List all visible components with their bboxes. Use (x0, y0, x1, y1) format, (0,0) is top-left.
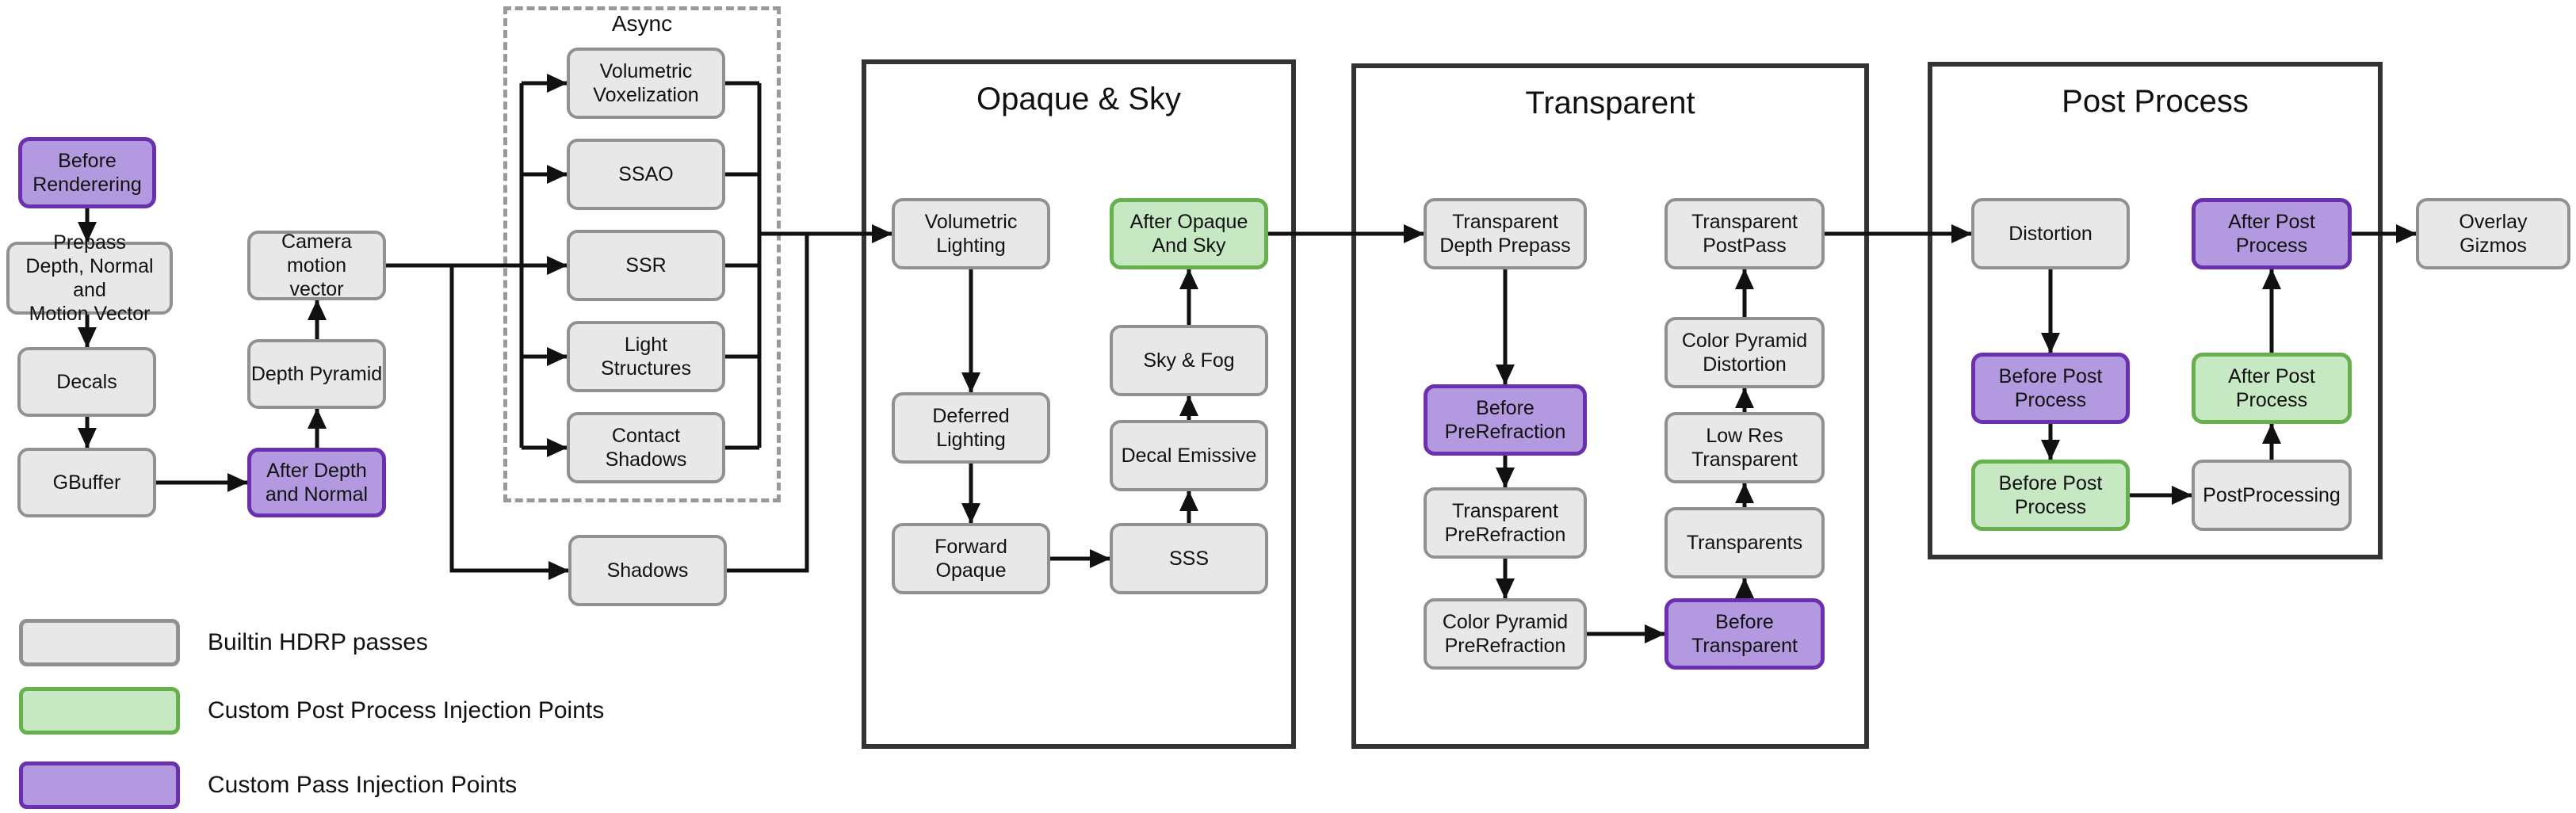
node-before-post-process-custom-post: Before Post Process (1971, 460, 2130, 531)
node-transparent-depth-prepass: Transparent Depth Prepass (1424, 198, 1587, 269)
node-decal-emissive: Decal Emissive (1110, 420, 1268, 491)
node-distortion: Distortion (1971, 198, 2130, 269)
node-gbuffer: GBuffer (17, 448, 156, 517)
node-sss: SSS (1110, 523, 1268, 594)
legend-row-custom-pass: Custom Pass Injection Points (19, 761, 517, 809)
node-forward-opaque: Forward Opaque (892, 523, 1050, 594)
node-deferred-lighting: Deferred Lighting (892, 392, 1050, 464)
node-after-post-process-custom-pass: After Post Process (2192, 198, 2352, 269)
legend-row-custom-post-process: Custom Post Process Injection Points (19, 687, 604, 735)
node-ssao: SSAO (567, 139, 725, 210)
legend-swatch-custom-post-process (19, 687, 180, 735)
node-decals: Decals (17, 347, 156, 417)
legend-label-builtin: Builtin HDRP passes (208, 629, 428, 655)
node-prepass: Prepass Depth, Normal and Motion Vector (6, 231, 173, 325)
post-process-group-box (1928, 62, 2383, 559)
async-group-title: Async (611, 11, 673, 36)
legend-swatch-builtin (19, 619, 180, 666)
node-before-transparent: Before Transparent (1664, 598, 1825, 670)
edge-shadows-riser (727, 234, 809, 573)
node-volumetric-voxelization: Volumetric Voxelization (567, 48, 725, 119)
node-after-opaque-and-sky: After Opaque And Sky (1110, 198, 1268, 269)
node-depth-pyramid: Depth Pyramid (247, 339, 386, 409)
legend-swatch-custom-pass (19, 761, 180, 809)
transparent-group-box (1351, 63, 1869, 749)
node-light-structures: Light Structures (567, 321, 725, 392)
async-group-box (503, 6, 781, 502)
node-color-pyramid-prerefraction: Color Pyramid PreRefraction (1424, 598, 1587, 670)
node-before-post-process-custom-pass: Before Post Process (1971, 353, 2130, 424)
edge-camera-motion-vector-to-shadows (449, 265, 569, 580)
node-before-prerefraction: Before PreRefraction (1424, 384, 1587, 456)
node-ssr: SSR (567, 230, 725, 301)
node-volumetric-lighting: Volumetric Lighting (892, 198, 1050, 269)
legend-label-custom-post-process: Custom Post Process Injection Points (208, 697, 605, 723)
node-contact-shadows: Contact Shadows (567, 412, 725, 483)
node-transparent-prerefraction: Transparent PreRefraction (1424, 487, 1587, 559)
node-transparent-postpass: Transparent PostPass (1664, 198, 1825, 269)
opaque-and-sky-group-title: Opaque & Sky (977, 82, 1181, 116)
node-shadows: Shadows (568, 535, 727, 606)
node-after-post-process-custom-post: After Post Process (2192, 353, 2352, 424)
node-sky-and-fog: Sky & Fog (1110, 325, 1268, 396)
opaque-and-sky-group-box (862, 59, 1296, 749)
node-transparents: Transparents (1664, 507, 1825, 578)
node-camera-motion-vector: Camera motion vector (247, 231, 386, 300)
node-low-res-transparent: Low Res Transparent (1664, 412, 1825, 483)
node-postprocessing: PostProcessing (2192, 460, 2352, 531)
node-after-depth-and-normal: After Depth and Normal (247, 448, 386, 517)
legend-label-custom-pass: Custom Pass Injection Points (208, 772, 518, 798)
post-process-group-title: Post Process (2062, 84, 2249, 119)
node-before-rendering: Before Renderering (18, 137, 156, 208)
transparent-group-title: Transparent (1525, 86, 1695, 120)
legend-row-builtin: Builtin HDRP passes (19, 619, 428, 666)
node-color-pyramid-distortion: Color Pyramid Distortion (1664, 317, 1825, 388)
node-overlay-gizmos: Overlay Gizmos (2416, 198, 2570, 269)
